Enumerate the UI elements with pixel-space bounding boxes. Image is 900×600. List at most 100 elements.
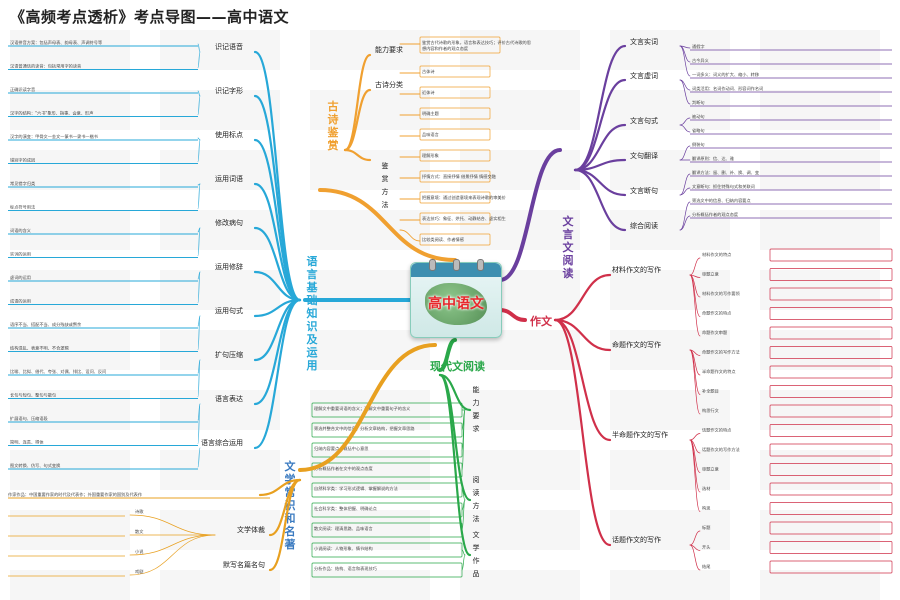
writing-leaf-label: 标题 [702, 524, 711, 531]
lang-sub-label: 扩句压缩 [215, 350, 243, 359]
writing-leaf-label: 开头 [702, 544, 710, 551]
watermark-block [760, 270, 880, 310]
lang-leaf-text: 汉语拼音方案：包括声母表、韵母表、声调符号等 [10, 39, 102, 46]
classical-leaf-text: 古今异义 [692, 57, 710, 64]
watermark-block [460, 450, 580, 490]
watermark-block [460, 150, 580, 190]
center-node: 高中语文 [410, 262, 502, 338]
lang-leaf-text: 标点符号用法 [10, 204, 35, 211]
poetry-leaf-text: 理解形象 [422, 152, 439, 159]
lang-leaf-text: 简明、连贯、得体 [10, 439, 44, 446]
classical-sub-label: 文言句式 [630, 116, 658, 125]
modern-leaf-line [462, 550, 465, 555]
writing-sub-label: 材料作文的写作 [612, 265, 661, 274]
lang-leaf-text: 错别字的成因 [10, 157, 35, 164]
writing-leaf-label: 审题立意 [702, 466, 719, 473]
writing-leaf-line [690, 434, 700, 441]
classical-leaf-text: 翻译原则：信、达、雅 [692, 155, 734, 162]
poetry-leaf-text: 鉴赏古代诗歌的形象，语言和表达技巧；评价古代诗歌的思 [422, 39, 531, 46]
poetry-sub-label: 古诗分类 [375, 80, 403, 89]
writing-leaf-box [770, 249, 892, 261]
writing-leaf-label: 构思行文 [702, 407, 720, 414]
watermark-block [760, 390, 880, 430]
modern-leaf-text: 分析作品：结构、语言和表现技巧 [314, 565, 377, 572]
lang-leaf-line [198, 138, 200, 140]
poetry-leaf-text: 想内容和作者的观点态度 [422, 45, 469, 52]
watermark-block [310, 210, 430, 250]
modern-leaf-text: 社会科学类：整体把握、明确论点 [314, 505, 377, 512]
classical-leaf-text: 倒装句 [692, 141, 705, 148]
classical-leaf-text: 省略句 [692, 127, 705, 134]
center-node-label: 高中语文 [411, 293, 501, 313]
writing-leaf-label: 命题作文的特点 [702, 310, 731, 317]
watermark-block [460, 30, 580, 70]
watermark-block [610, 570, 730, 600]
lang-sub-label: 修改病句 [215, 218, 243, 227]
branch-writing-label: 作文 [530, 314, 553, 328]
lang-leaf-text: 词语的含义 [10, 227, 32, 234]
poetry-leaf-text: 古体诗 [422, 68, 435, 75]
writing-leaf-label: 半命题作文的特点 [702, 368, 736, 375]
lit-sub-label: 文学体裁 [237, 525, 265, 534]
classical-sub-label: 综合阅读 [630, 221, 658, 230]
lang-sub-label: 识记字形 [215, 86, 243, 95]
poetry-leaf-text: 比较类阅读、作者情感 [422, 236, 464, 243]
writing-leaf-label: 审题立意 [702, 271, 719, 278]
writing-leaf-label: 选材 [702, 485, 710, 492]
branch-writing-line [500, 310, 525, 320]
classical-leaf-text: 词类活用：名词作动词、形容词作名词 [692, 85, 763, 92]
watermark-block [760, 570, 880, 600]
branch-modern-label: 现代文阅读 [430, 359, 485, 373]
binder-ring-icon [477, 259, 484, 271]
watermark-block [160, 450, 280, 490]
classical-sub-label: 文言虚词 [630, 71, 658, 80]
watermark-block [760, 510, 880, 550]
binder-ring-icon [453, 259, 460, 271]
poetry-leaf-text: 品味语言 [422, 131, 439, 138]
writing-leaf-label: 话题作文的写作方法 [702, 446, 740, 453]
watermark-block [760, 330, 880, 370]
lang-sub-label: 运用词语 [215, 174, 243, 183]
writing-sub-label: 半命题作文的写作 [612, 430, 668, 439]
writing-leaf-label: 命题作文的写作方法 [702, 349, 740, 356]
lang-sub-label: 识记语音 [215, 42, 243, 51]
branch-poetry-label: 古诗鉴赏 [327, 99, 340, 152]
classical-leaf-text: 被动句 [692, 113, 705, 120]
watermark-block [310, 570, 430, 600]
lang-leaf-text: 扩展语句、压缩语段 [10, 415, 49, 422]
lang-leaf-text: 语序不当、搭配不当、成分残缺或赘余 [10, 321, 82, 328]
classical-leaf-text: 判断句 [692, 99, 705, 106]
watermark-block [610, 510, 730, 550]
poetry-sub-label: 能力要求 [375, 45, 403, 54]
lit-leaf-label: 戏剧 [135, 568, 143, 575]
writing-leaf-label: 结尾 [702, 563, 710, 570]
watermark-block [160, 90, 280, 130]
lang-leaf-text: 成语的运用 [10, 298, 31, 305]
modern-leaf-text: 散文阅读：理清思路、品味语言 [314, 525, 373, 532]
poetry-leaf-text: 把握意境：通过创造意境来表现诗歌的审美价 [422, 194, 507, 201]
lang-leaf-text: 比喻、比拟、借代、夸张、对偶、排比、设问、反问 [10, 368, 106, 375]
writing-leaf-label: 构思 [702, 505, 710, 512]
lit-sub-label: 默写名篇名句 [223, 560, 265, 569]
classical-leaf-text: 一词多义：词义的扩大、缩小、转移 [692, 71, 759, 78]
classical-leaf-text: 筛选文中的信息、归纳内容要点 [692, 197, 751, 204]
lang-leaf-text: 正确识读字音 [10, 86, 35, 93]
watermark-block [160, 150, 280, 190]
watermark-block [10, 450, 130, 490]
lang-leaf-text: 常见错字归类 [10, 180, 36, 187]
modern-leaf-text: 理解文中重要词语的含义；理解文中重要句子的含义 [314, 405, 411, 412]
writing-leaf-label: 材料作文的特点 [702, 251, 731, 258]
poetry-leaf-text: 近体诗 [422, 89, 435, 96]
lang-sub-label: 语言表达 [215, 394, 243, 403]
branch-lang-label: 语言基础知识及运用 [306, 254, 319, 372]
lit-leaf-text: 作家作品：中国重要作家的时代及代表作；外国重要作家的国别及代表作 [8, 491, 143, 498]
lang-sub-label: 语言综合运用 [201, 438, 243, 447]
lit-leaf-label: 诗歌 [135, 508, 144, 515]
classical-sub-label: 文句翻译 [630, 151, 658, 160]
lit-leaf-label: 小说 [135, 548, 143, 555]
classical-sub-label: 文言实词 [630, 37, 658, 46]
modern-leaf-text: 筛选并整合文中的信息；分析文章结构，把握文章思路 [314, 425, 415, 432]
lang-leaf-text: 结构混乱、表意不明、不合逻辑 [10, 345, 69, 352]
lang-leaf-text: 汉语普通话的读音：包括常用字的读音 [10, 63, 81, 70]
